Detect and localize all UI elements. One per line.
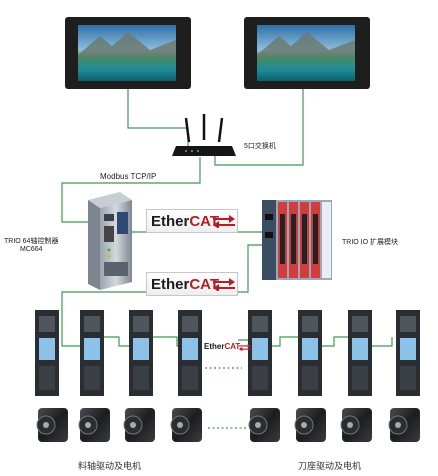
turret-label: 刀座驱动及电机 (298, 461, 362, 471)
ethercat-suffix: CAT. (189, 213, 222, 230)
io-module-label: TRIO IO 扩展模块 (342, 239, 398, 246)
bidirectional-arrows-icon (239, 343, 251, 351)
link-hmi2-switch (214, 88, 304, 166)
ethercat-logo-top: EtherCAT. (146, 209, 238, 233)
servo-drive-icon (35, 310, 59, 396)
ethercat-prefix: Ether (204, 342, 225, 351)
servo-motor-icon (36, 408, 68, 442)
ethercat-logo-small: EtherCAT. (202, 340, 252, 354)
feed-axis-label: 料轴驱动及电机 (78, 461, 142, 471)
servo-motor-icon (78, 408, 110, 442)
router-icon (172, 114, 236, 156)
ethercat-suffix: CAT. (189, 276, 222, 293)
controller-label-line1: TRIO 64轴控制器 (4, 238, 59, 245)
servo-drive-icon (248, 310, 272, 396)
ethercat-suffix: CAT. (224, 342, 242, 351)
bidirectional-arrows-icon (213, 278, 235, 291)
ethercat-prefix: Ether (151, 276, 190, 293)
switch-label: 5口交换机 (244, 143, 276, 150)
servo-drive-icon (178, 310, 202, 396)
controller-icon (88, 192, 132, 290)
servo-motor-icon (170, 408, 202, 442)
servo-drives (35, 310, 420, 396)
link-switch-controller (61, 157, 201, 223)
servo-drive-icon (80, 310, 104, 396)
touch-screen-icon (65, 17, 191, 89)
servo-motor-icon (123, 408, 155, 442)
ethercat-logo-middle: EtherCAT. (146, 272, 238, 296)
servo-drive-icon (396, 310, 420, 396)
ethercat-prefix: Ether (151, 213, 190, 230)
link-drive-chain (61, 336, 196, 347)
modbus-label: Modbus TCP/IP (100, 172, 157, 181)
servo-motor-icon (388, 408, 420, 442)
link-io-drives (61, 244, 262, 337)
servo-drive-icon (129, 310, 153, 396)
touch-screen-icon (244, 17, 370, 89)
servo-motor-icon (340, 408, 372, 442)
io-module-icon (262, 200, 332, 280)
bidirectional-arrows-icon (213, 215, 235, 228)
servo-motors (36, 408, 420, 442)
servo-motor-icon (294, 408, 326, 442)
link-hmi1-switch (127, 88, 189, 148)
servo-motor-icon (248, 408, 280, 442)
servo-drive-icon (298, 310, 322, 396)
servo-drive-icon (348, 310, 372, 396)
controller-label-line2: MC664 (20, 246, 43, 253)
